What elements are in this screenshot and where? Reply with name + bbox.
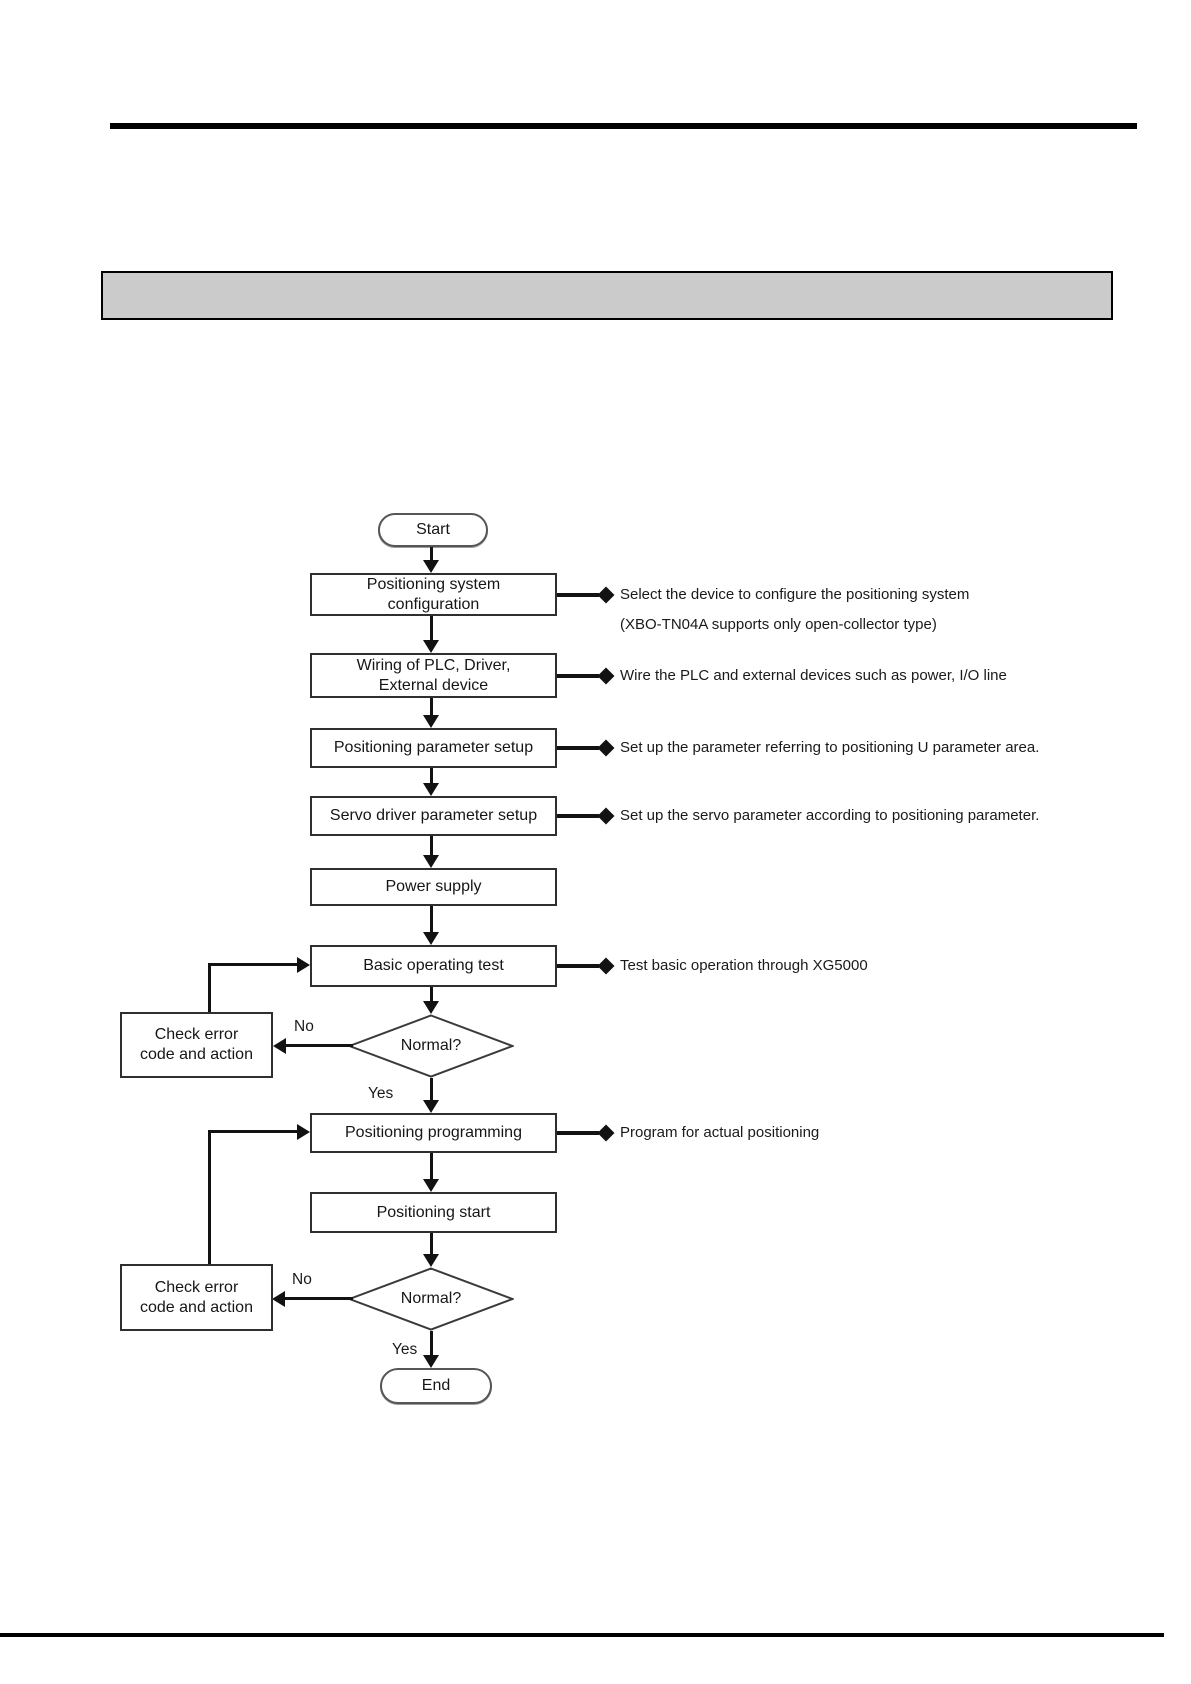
step-positioning-parameter-setup: Positioning parameter setup — [310, 728, 557, 768]
loop2-vertical-line — [208, 1130, 211, 1264]
annotation-connector — [557, 593, 599, 597]
arrow-start-to-decision2 — [430, 1233, 433, 1256]
check-error-box-2: Check error code and action — [120, 1264, 273, 1331]
arrowhead-down-icon — [423, 640, 439, 653]
loop1-horizontal-line — [208, 963, 297, 966]
diamond-bullet-icon — [597, 586, 615, 604]
arrowhead-left-icon — [273, 1038, 286, 1054]
step-label: Positioning programming — [345, 1124, 522, 1141]
decision-label: Normal? — [400, 1037, 462, 1054]
arrow-decision1-no — [286, 1044, 353, 1047]
arrowhead-down-icon — [423, 560, 439, 573]
label-no-1: No — [294, 1018, 314, 1035]
error-box-label: Check error code and action — [140, 1026, 253, 1063]
diamond-bullet-icon — [597, 1124, 615, 1142]
step-positioning-system-configuration: Positioning system configuration — [310, 573, 557, 616]
annotation-connector — [557, 674, 599, 678]
annotation-text: Test basic operation through XG5000 — [620, 957, 868, 974]
arrow-config-to-wiring — [430, 616, 433, 642]
arrowhead-down-icon — [423, 1001, 439, 1014]
error-box-label: Check error code and action — [140, 1278, 253, 1316]
annotation-text: Set up the parameter referring to positi… — [620, 739, 1040, 756]
decision-normal-2: Normal? — [348, 1267, 514, 1331]
decision-normal-1: Normal? — [348, 1014, 514, 1078]
step-label: Power supply — [385, 878, 482, 895]
decision-label: Normal? — [400, 1290, 462, 1307]
label-yes-2: Yes — [392, 1341, 418, 1358]
annotation-connector — [557, 1131, 599, 1135]
step-label: Wiring of PLC, Driver, External device — [356, 656, 511, 694]
step-label: Basic operating test — [363, 957, 504, 974]
arrowhead-down-icon — [423, 1355, 439, 1368]
annotation-text: Wire the PLC and external devices such a… — [620, 667, 1007, 684]
annotation-connector — [557, 964, 599, 968]
diamond-bullet-icon — [597, 807, 615, 825]
arrow-decision2-no — [285, 1297, 353, 1300]
terminal-end-label: End — [421, 1377, 451, 1394]
label-no-2: No — [292, 1271, 312, 1288]
step-positioning-programming: Positioning programming — [310, 1113, 557, 1153]
arrow-programming-to-start — [430, 1153, 433, 1181]
loop1-vertical-line — [208, 963, 211, 1012]
arrow-servo-to-power — [430, 836, 433, 857]
step-positioning-start: Positioning start — [310, 1192, 557, 1233]
annotation-connector — [557, 814, 599, 818]
section-header-bar — [101, 271, 1113, 320]
step-servo-driver-parameter-setup: Servo driver parameter setup — [310, 796, 557, 836]
top-rule — [110, 123, 1137, 129]
annotation-text: Select the device to configure the posit… — [620, 586, 970, 633]
arrowhead-left-icon — [272, 1291, 285, 1307]
diamond-shape — [348, 1267, 514, 1331]
arrow-param-to-servo-setup — [430, 768, 433, 785]
arrowhead-down-icon — [423, 1100, 439, 1113]
arrowhead-right-icon — [297, 1124, 310, 1140]
arrowhead-right-icon — [297, 957, 310, 973]
step-wiring-plc-driver-external: Wiring of PLC, Driver, External device — [310, 653, 557, 698]
arrowhead-down-icon — [423, 1254, 439, 1267]
arrowhead-down-icon — [423, 783, 439, 796]
step-label: Servo driver parameter setup — [329, 807, 538, 824]
annotation-connector — [557, 746, 599, 750]
step-label: Positioning parameter setup — [333, 739, 534, 756]
arrow-decision2-yes-to-end — [430, 1331, 433, 1357]
step-label: Positioning start — [376, 1203, 491, 1221]
arrowhead-down-icon — [423, 1179, 439, 1192]
diamond-bullet-icon — [597, 739, 615, 757]
step-basic-operating-test: Basic operating test — [310, 945, 557, 987]
arrow-test-to-decision1 — [430, 987, 433, 1003]
terminal-end: End — [380, 1368, 492, 1404]
annotation-text: Program for actual positioning — [620, 1124, 820, 1141]
check-error-box-1: Check error code and action — [120, 1012, 273, 1078]
arrow-wiring-to-param-setup — [430, 698, 433, 717]
loop2-horizontal-line — [208, 1130, 297, 1133]
step-label: Positioning system configuration — [366, 575, 501, 613]
arrowhead-down-icon — [423, 715, 439, 728]
diamond-shape — [348, 1014, 514, 1078]
diamond-bullet-icon — [597, 957, 615, 975]
step-power-supply: Power supply — [310, 868, 557, 906]
label-yes-1: Yes — [368, 1085, 394, 1102]
arrow-decision1-yes — [430, 1078, 433, 1102]
annotation-text: Set up the servo parameter according to … — [620, 807, 1040, 824]
diamond-bullet-icon — [597, 667, 615, 685]
terminal-start-label: Start — [416, 521, 450, 538]
arrow-power-to-test — [430, 906, 433, 934]
arrow-start-to-config — [430, 547, 433, 562]
arrowhead-down-icon — [423, 932, 439, 945]
arrowhead-down-icon — [423, 855, 439, 868]
bottom-rule — [0, 1633, 1164, 1637]
terminal-start: Start — [378, 513, 488, 547]
